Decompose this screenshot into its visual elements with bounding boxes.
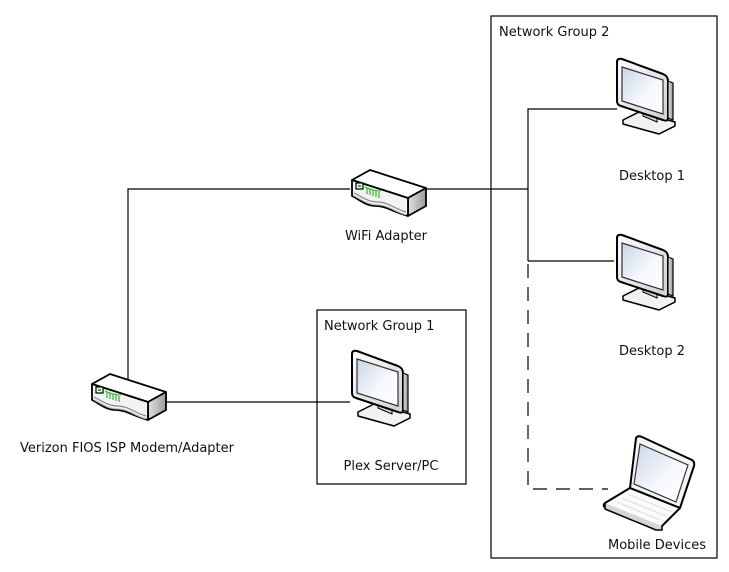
network-group-1-box: [316, 309, 467, 485]
desktop-2-device[interactable]: Desktop 2: [616, 233, 685, 359]
monitor-icon: [616, 57, 676, 135]
desktop-1-device[interactable]: Desktop 1: [616, 57, 685, 184]
desktop-2-label: Desktop 2: [619, 344, 685, 359]
network-group-2-box: [490, 15, 718, 559]
connection-modem-wifi: [127, 188, 350, 387]
plex-server-device[interactable]: Plex Server/PC: [344, 349, 439, 474]
mobile-devices-device[interactable]: Mobile Devices: [602, 435, 707, 553]
wifi-adapter-label: WiFi Adapter: [345, 229, 428, 244]
desktop-1-label: Desktop 1: [619, 169, 685, 184]
monitor-icon: [616, 233, 676, 311]
plex-server-label: Plex Server/PC: [344, 459, 439, 474]
network-group-2-label: Network Group 2: [499, 25, 609, 40]
connection-bus-mobile-dashed: [527, 264, 608, 490]
wifi-adapter-device[interactable]: WiFi Adapter: [345, 169, 428, 244]
network-group-1-label: Network Group 1: [324, 319, 434, 334]
modem-icon: [91, 373, 167, 421]
laptop-icon: [602, 435, 696, 531]
connection-bus-desktop1: [527, 108, 617, 261]
modem-label: Verizon FIOS ISP Modem/Adapter: [20, 441, 235, 456]
mobile-devices-label: Mobile Devices: [608, 538, 706, 553]
modem-device[interactable]: Verizon FIOS ISP Modem/Adapter: [20, 373, 235, 456]
router-icon: [351, 169, 427, 217]
monitor-icon: [351, 349, 411, 427]
